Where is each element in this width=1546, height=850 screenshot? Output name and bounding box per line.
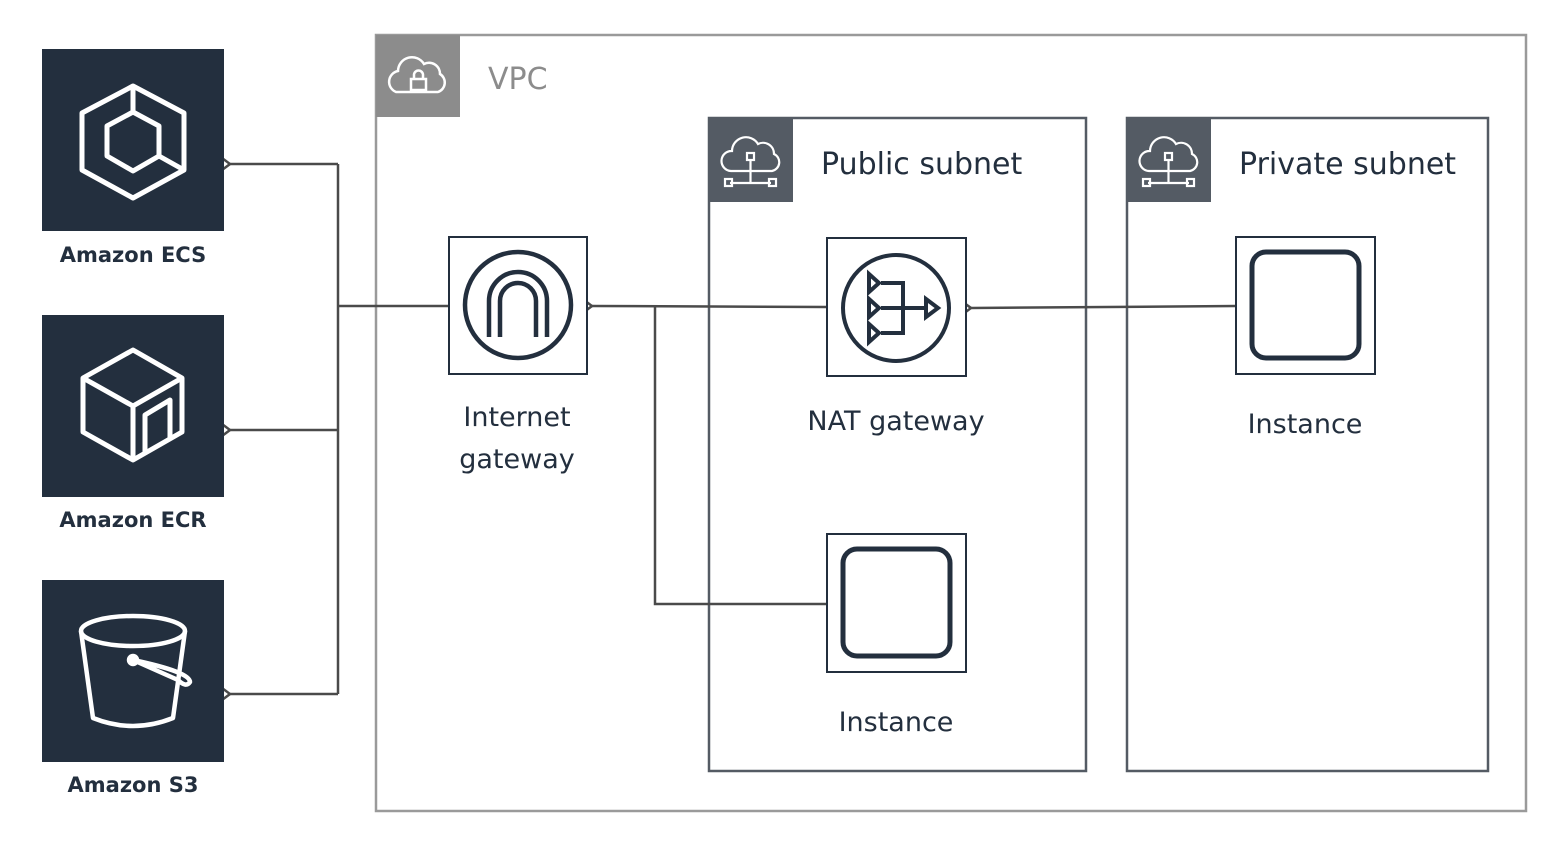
s3-label: Amazon S3 [68, 773, 199, 797]
service-s3: Amazon S3 [42, 580, 224, 797]
nat-gateway-icon [841, 253, 951, 363]
public-instance-label: Instance [839, 707, 954, 738]
internet-gateway-label-line1: Internet [463, 402, 570, 433]
connectors [230, 164, 1237, 694]
vpc-cloud-lock-icon [387, 55, 447, 94]
internet-gateway-label-line2: gateway [459, 444, 575, 475]
arrow-private-instance-to-nat [971, 306, 1237, 308]
service-ecr: Amazon ECR [42, 315, 224, 532]
private-instance-node: Instance [1235, 236, 1376, 440]
vpc-group: VPC [374, 33, 1528, 813]
internet-gateway-icon [462, 249, 574, 361]
nat-gateway-label: NAT gateway [807, 406, 984, 437]
public-instance-to-igw-line [653, 306, 827, 606]
nat-gateway-node: NAT gateway [807, 237, 985, 437]
public-instance-node: Instance [826, 533, 967, 738]
subnet-cloud-icon [720, 136, 781, 188]
public-subnet-group: Public subnet [707, 116, 1088, 773]
instance-icon [1249, 249, 1362, 361]
ecr-icon [80, 347, 185, 463]
ecs-label: Amazon ECS [60, 243, 207, 267]
vpc-label: VPC [488, 62, 548, 97]
internet-gateway-node: Internet gateway [448, 236, 588, 475]
private-subnet-group: Private subnet [1125, 116, 1490, 773]
arrow-nat-to-igw [592, 306, 828, 307]
ecs-icon [79, 83, 187, 201]
private-instance-label: Instance [1248, 409, 1363, 440]
ecr-label: Amazon ECR [59, 508, 206, 532]
public-subnet-label: Public subnet [821, 147, 1022, 182]
private-subnet-label: Private subnet [1239, 147, 1456, 182]
service-ecs: Amazon ECS [42, 49, 224, 267]
instance-icon [840, 546, 953, 659]
subnet-cloud-icon [1138, 136, 1199, 188]
s3-bucket-icon [78, 613, 193, 729]
